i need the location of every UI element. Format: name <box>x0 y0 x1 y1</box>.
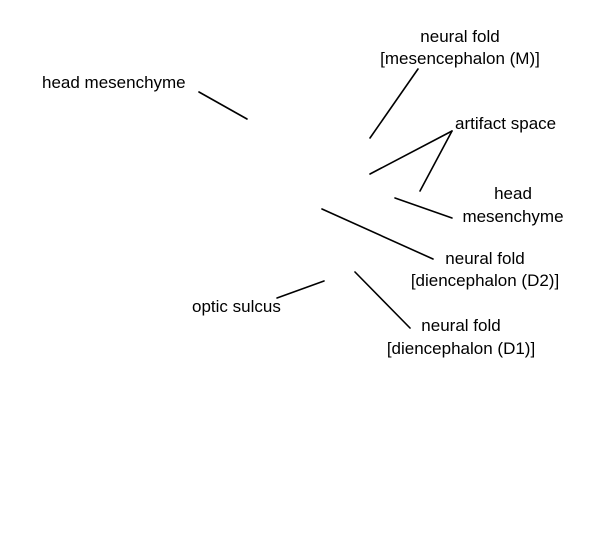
label-neural-fold-d1-line1: neural fold <box>421 316 500 335</box>
label-neural-fold-d2-line1: neural fold <box>445 249 524 268</box>
leader-line-head-mesenchyme-right <box>394 197 453 219</box>
leader-line-optic-sulcus <box>276 280 325 299</box>
label-neural-fold-m-line1: neural fold <box>420 27 499 46</box>
leader-line-artifact-space-b <box>419 130 453 192</box>
leader-line-artifact-space-a <box>369 130 453 175</box>
label-head-mesenchyme-left: head mesenchyme <box>42 73 186 92</box>
label-head-mesenchyme-right-line1: head <box>494 184 532 203</box>
label-head-mesenchyme-right-line2: mesenchyme <box>462 207 563 226</box>
leader-line-neural-fold-m <box>369 68 419 139</box>
label-neural-fold-d1-line2: [diencephalon (D1)] <box>387 339 535 358</box>
label-optic-sulcus: optic sulcus <box>192 297 281 316</box>
label-neural-fold-m-line2: [mesencephalon (M)] <box>380 49 540 68</box>
label-neural-fold-d2-line2: [diencephalon (D2)] <box>411 271 559 290</box>
leader-line-head-mesenchyme-left <box>198 91 248 120</box>
label-artifact-space: artifact space <box>455 114 556 133</box>
leader-line-neural-fold-d1 <box>354 271 411 329</box>
leader-line-neural-fold-d2 <box>321 208 434 260</box>
